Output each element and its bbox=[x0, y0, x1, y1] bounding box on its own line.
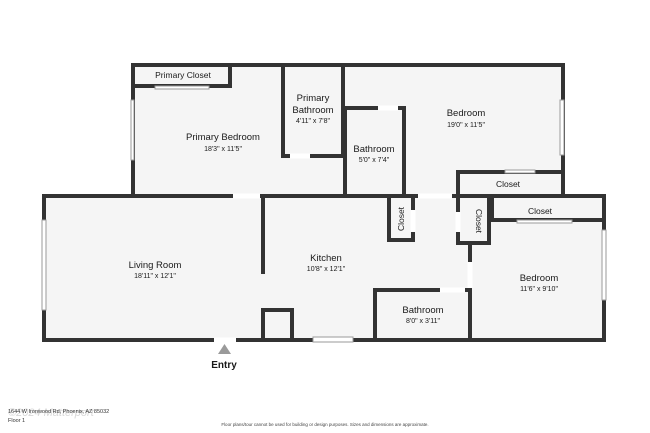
living-room-dims: 18'11" x 12'1" bbox=[134, 273, 176, 280]
disclaimer-text: Floor plans/tour cannot be used for buil… bbox=[221, 422, 428, 427]
kitchen-dims: 10'8" x 12'1" bbox=[307, 266, 346, 273]
entry-arrow-icon bbox=[218, 344, 231, 354]
closet-right-label: Closet bbox=[528, 206, 553, 216]
primary-bathroom-label-1: Primary bbox=[297, 93, 330, 104]
primary-closet-label: Primary Closet bbox=[155, 70, 211, 80]
closet-top-label: Closet bbox=[496, 179, 521, 189]
bedroom-top-label: Bedroom bbox=[447, 108, 486, 119]
closet-small-left-label: Closet bbox=[396, 206, 406, 231]
bathroom-bottom-dims: 8'0" x 3'11" bbox=[406, 318, 440, 325]
living-room-label: Living Room bbox=[129, 260, 182, 271]
bedroom-right-dims: 11'6" x 9'10" bbox=[520, 286, 558, 293]
bathroom-bottom-label: Bathroom bbox=[402, 305, 443, 316]
kitchen-label: Kitchen bbox=[310, 253, 342, 264]
bathroom-top-label: Bathroom bbox=[353, 144, 394, 155]
floor-fill bbox=[44, 65, 604, 340]
openings bbox=[214, 105, 473, 343]
watermark: ©2024 Matterport bbox=[8, 407, 95, 419]
closet-small-right-label: Closet bbox=[474, 209, 484, 234]
primary-bathroom-dims: 4'11" x 7'8" bbox=[296, 118, 330, 125]
floor-text: Floor 1 bbox=[8, 418, 25, 424]
entry-label: Entry bbox=[211, 360, 237, 371]
primary-bedroom-label: Primary Bedroom bbox=[186, 132, 260, 143]
bathroom-top-dims: 5'0" x 7'4" bbox=[359, 157, 390, 164]
address-text: 1644 W Ironwood Rd, Phoenix, AZ 85032 bbox=[8, 409, 109, 415]
windows bbox=[41, 85, 607, 343]
primary-bathroom-label-2: Bathroom bbox=[292, 105, 333, 116]
bedroom-right-label: Bedroom bbox=[520, 273, 559, 284]
primary-bedroom-dims: 18'3" x 11'5" bbox=[204, 146, 242, 153]
bedroom-top-dims: 19'0" x 11'5" bbox=[447, 122, 485, 129]
